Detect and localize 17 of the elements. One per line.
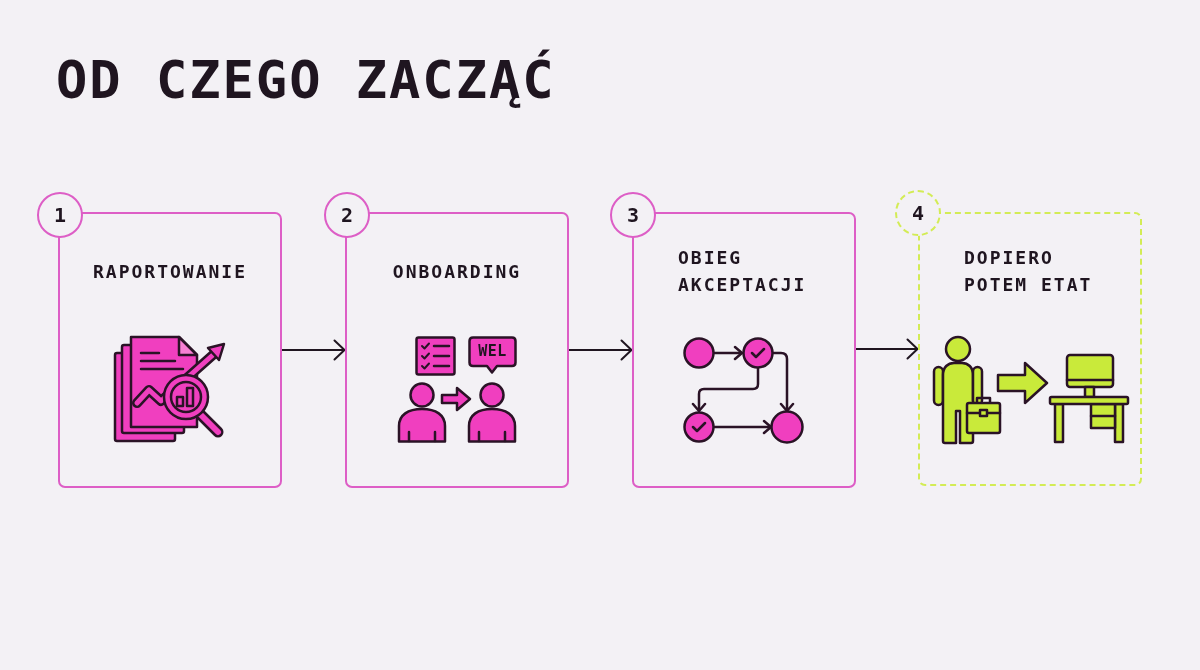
step-number: 2 <box>340 203 353 227</box>
step-circle <box>610 192 656 238</box>
step-circle <box>324 192 370 238</box>
step-title: OBIEG AKCEPTACJI <box>678 246 808 297</box>
step-number: 4 <box>911 201 924 225</box>
step-title: ONBOARDING <box>392 259 522 284</box>
step-number: 1 <box>53 203 66 227</box>
bubble-text: WEL <box>478 342 507 360</box>
arrow <box>855 338 919 360</box>
arrow <box>568 339 633 361</box>
step-circle <box>37 192 83 238</box>
arrow <box>281 339 346 361</box>
step-number: 3 <box>626 203 639 227</box>
speech-bubble <box>468 336 517 375</box>
step-title: DOPIERO POTEM ETAT <box>964 246 1094 297</box>
step-title: RAPORTOWANIE <box>92 259 247 284</box>
page-title: OD CZEGO ZACZĄĆ <box>56 48 556 112</box>
